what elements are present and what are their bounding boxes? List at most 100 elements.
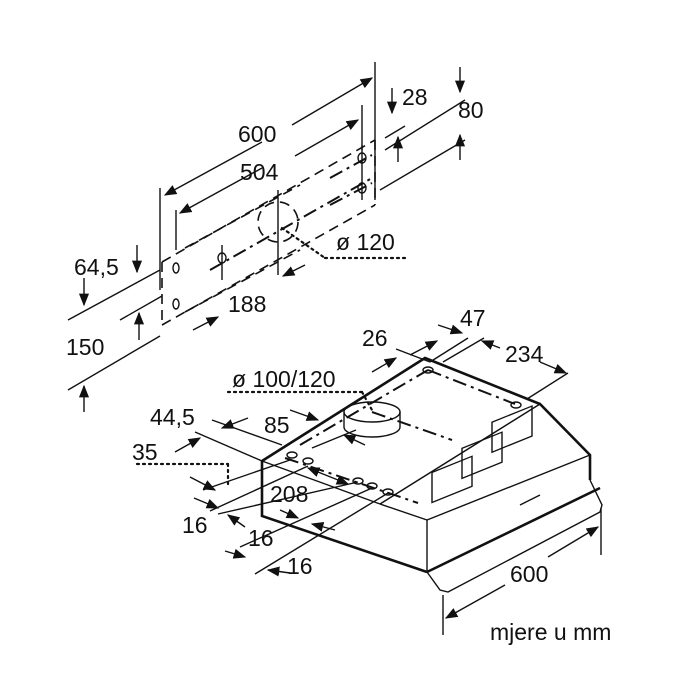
centerline (299, 369, 429, 446)
ext-line (239, 487, 373, 548)
label-28: 28 (402, 84, 428, 110)
dim-line-600 (291, 77, 374, 126)
label-16-b: 16 (248, 525, 274, 551)
hood-left-side (260, 461, 428, 574)
ext-line (119, 295, 163, 321)
label-85: 85 (264, 412, 290, 438)
mounting-hole (172, 262, 180, 274)
mounting-hole (172, 298, 180, 310)
dim-arrow-26 (371, 357, 398, 373)
hole (352, 477, 364, 485)
ext-line (384, 125, 406, 139)
dim-arrow-85 (342, 434, 366, 446)
dim-arrow-16 (310, 521, 336, 532)
hole (422, 366, 434, 374)
label-64-5: 64,5 (74, 254, 119, 280)
label-600-bottom: 600 (510, 561, 548, 587)
ext-line (202, 459, 291, 491)
label-47: 47 (460, 305, 486, 331)
label-150: 150 (66, 334, 104, 360)
centerline (329, 154, 373, 179)
hood-front-bottom (426, 486, 601, 574)
hood-visor (426, 479, 603, 593)
dim-line-600-bottom (547, 526, 600, 558)
label-188: 188 (228, 291, 266, 317)
dim-arrow-16 (224, 548, 247, 559)
ext-line (67, 269, 161, 321)
dim-arrow-16 (193, 497, 220, 509)
dim-arrow-35 (174, 437, 202, 453)
dim-arrow-16 (189, 476, 217, 491)
hole (366, 482, 378, 490)
dim-line-504 (178, 167, 263, 214)
label-44-5: 44,5 (150, 404, 195, 430)
hole (382, 488, 394, 496)
grille-panel (461, 431, 503, 480)
dim-line-188 (281, 264, 306, 277)
bracket-outline (161, 204, 376, 326)
label-208: 208 (270, 481, 308, 507)
hood-drawing (135, 324, 603, 635)
dim-arrow-16 (279, 508, 300, 519)
ext-line (526, 372, 569, 400)
dim-line-600 (163, 141, 263, 196)
ext-line (67, 335, 161, 391)
ext-line (254, 492, 389, 575)
dim-arrow-44-5 (220, 417, 249, 429)
hole (302, 457, 314, 465)
dim-arrow-234 (480, 340, 501, 350)
units-note: mjere u mm (490, 619, 611, 645)
ext-line (379, 139, 466, 191)
label-600: 600 (238, 121, 276, 147)
ext-line (442, 337, 485, 363)
centerline (284, 457, 419, 504)
outlet-body (343, 412, 401, 438)
leader-outlet (360, 390, 374, 412)
dim-arrow-16 (226, 514, 246, 528)
label-35: 35 (132, 439, 158, 465)
dim-arrow-47 (437, 324, 464, 335)
dimension-labels: 600 504 28 80 ø 120 64,5 188 150 26 47 2… (66, 84, 611, 645)
ext-line (209, 465, 309, 512)
centerline (209, 177, 373, 271)
dim-line-188 (192, 316, 220, 331)
ext-line (395, 348, 431, 363)
hole (286, 451, 298, 459)
ext-line (311, 429, 357, 449)
label-duct-diameter: ø 120 (336, 229, 395, 255)
duct-circle (257, 201, 299, 243)
dim-line-208 (306, 467, 350, 485)
hood-side-edge (379, 503, 428, 521)
label-16-a: 16 (182, 512, 208, 538)
dim-arrow-16 (266, 566, 291, 577)
leader-duct (280, 226, 327, 260)
ext-line (429, 337, 469, 363)
bracket-outline (184, 184, 301, 249)
label-26: 26 (362, 325, 388, 351)
visor-slot (519, 494, 541, 506)
label-504: 504 (240, 159, 279, 185)
centerline (329, 182, 373, 206)
dim-line-600-bottom (444, 584, 506, 619)
bracket-outline (161, 139, 376, 263)
dim-line-504 (294, 119, 360, 157)
label-80: 80 (458, 97, 484, 123)
wall-bracket-drawing (67, 62, 466, 412)
grille-panel (491, 405, 533, 454)
dim-arrow-234 (539, 361, 568, 374)
grille (431, 405, 533, 504)
label-outlet-diameter: ø 100/120 (232, 366, 336, 392)
hood-front-top (426, 454, 591, 521)
bracket-outline (184, 249, 301, 313)
label-16-c: 16 (287, 553, 313, 579)
ext-line (217, 481, 359, 515)
dim-arrow-85 (289, 409, 320, 421)
label-234: 234 (505, 341, 544, 367)
dim-arrow-26 (409, 340, 439, 356)
hole (510, 401, 522, 409)
ext-line (194, 431, 263, 462)
grille-panel (431, 455, 473, 504)
hood-fold-line (379, 403, 541, 505)
centerline (427, 369, 516, 405)
